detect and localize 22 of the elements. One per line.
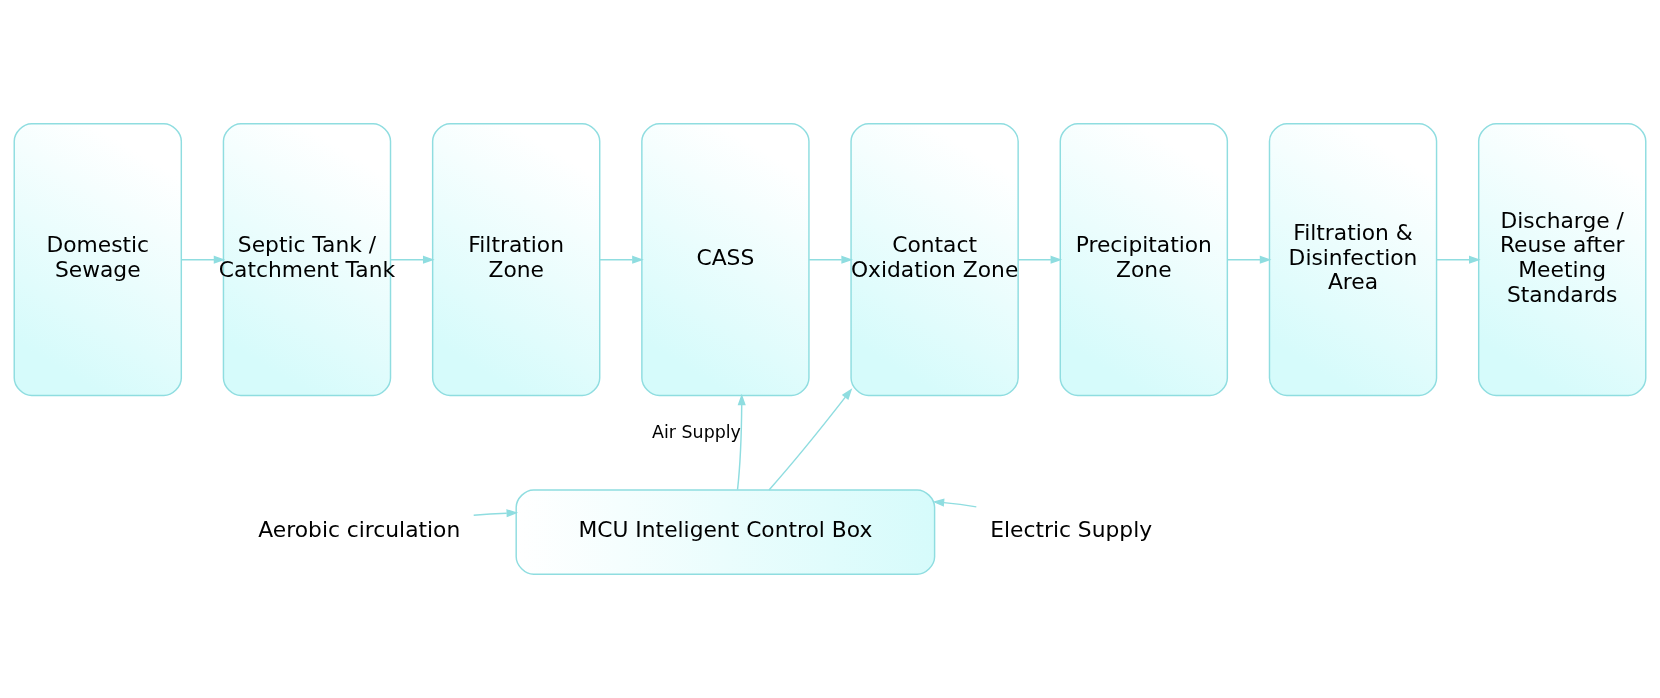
arrow (1436, 255, 1481, 264)
arrow (180, 255, 226, 264)
node-box: Precipitation Zone (1059, 123, 1229, 397)
node-box: CASS (641, 123, 810, 397)
arrow (599, 255, 644, 264)
arrow (932, 498, 978, 508)
node-text: Aerobic circulation (258, 517, 461, 543)
node-box: Discharge / Reuse after Meeting Standards (1477, 123, 1647, 397)
arrow (1226, 255, 1272, 264)
arrow (472, 509, 519, 518)
node-box: MCU Inteligent Control Box (515, 489, 936, 575)
arrow (1017, 255, 1063, 264)
arrow (390, 255, 435, 264)
node-box: Domestic Sewage (13, 123, 183, 397)
arrow (768, 388, 853, 491)
edge-label: Air Supply (652, 421, 741, 442)
arrow (736, 393, 746, 491)
node-box: Filtration Zone (431, 123, 601, 397)
node-text: Electric Supply (990, 517, 1153, 543)
node-box: Contact Oxidation Zone (850, 123, 1019, 397)
node-box: Filtration & Disinfection Area (1268, 123, 1438, 397)
arrow (808, 255, 853, 264)
